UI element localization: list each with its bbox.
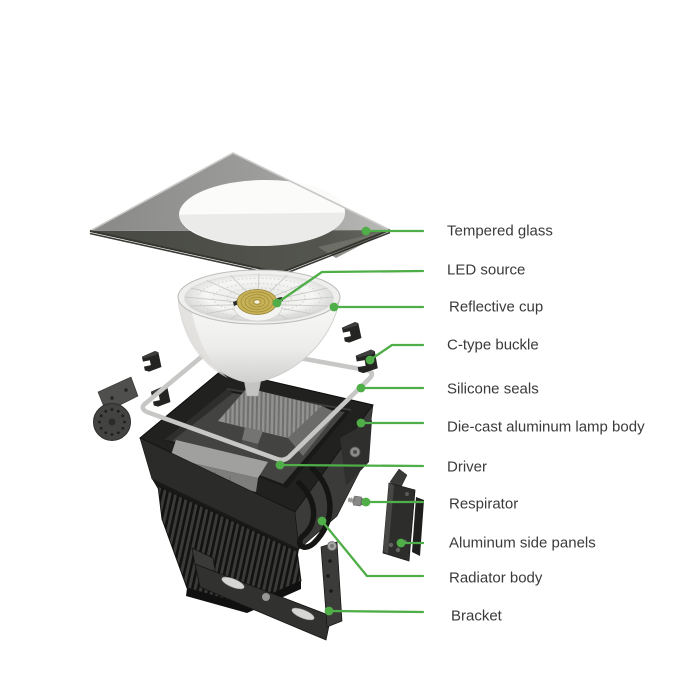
callout-dot [317,516,327,526]
callout-lamp-body: Die-cast aluminum lamp body [356,418,645,436]
callout-label-led-source: LED source [447,262,525,279]
callout-line [368,343,425,362]
callout-label-c-type-buckle: C-type buckle [447,337,539,354]
disc-holes [98,408,126,436]
callout-dot [365,355,375,365]
callout-dot [329,302,339,312]
callout-label-tempered-glass: Tempered glass [447,223,553,240]
callout-led-source: LED source [272,262,525,308]
callout-dot [324,606,334,616]
reflective-cup [177,269,341,397]
callout-aluminum-side-panels: Aluminum side panels [396,535,596,552]
callout-line [275,269,425,305]
lamp-body [139,369,374,560]
aluminum-side-panels [382,468,424,562]
callout-label-driver: Driver [447,459,487,476]
callout-label-aluminum-side-panels: Aluminum side panels [449,535,596,552]
callout-dot [356,383,366,393]
callout-label-respirator: Respirator [449,496,518,513]
cup-facets [184,273,334,321]
callout-label-reflective-cup: Reflective cup [449,299,543,316]
callout-silicone-seals: Silicone seals [356,381,539,398]
c-type-buckle-right-1 [341,321,362,344]
bracket [191,541,343,641]
callout-label-lamp-body: Die-cast aluminum lamp body [447,419,645,436]
callout-dot [361,497,371,507]
callout-dot [396,538,406,548]
callout-dot [272,298,282,308]
callout-driver: Driver [275,459,487,476]
led-source [233,289,283,322]
callout-dot [275,460,285,470]
callout-c-type-buckle: C-type buckle [365,337,539,365]
callout-respirator: Respirator [361,496,518,513]
bracket-adjustment-disc [93,376,139,441]
c-type-buckle-left-1 [141,350,162,373]
callout-tempered-glass: Tempered glass [361,223,553,240]
callout-dot [361,226,371,236]
callout-label-bracket: Bracket [451,608,503,625]
power-cable [296,465,333,550]
callout-label-radiator-body: Radiator body [449,570,543,587]
callout-line [278,463,425,468]
callout-bracket: Bracket [324,606,503,625]
callout-line [320,519,425,578]
callout-dot [356,418,366,428]
callout-label-silicone-seals: Silicone seals [447,381,539,398]
callout-radiator-body: Radiator body [317,516,543,587]
callout-line [327,609,425,614]
tempered-glass [89,152,391,277]
callout-reflective-cup: Reflective cup [329,299,543,316]
